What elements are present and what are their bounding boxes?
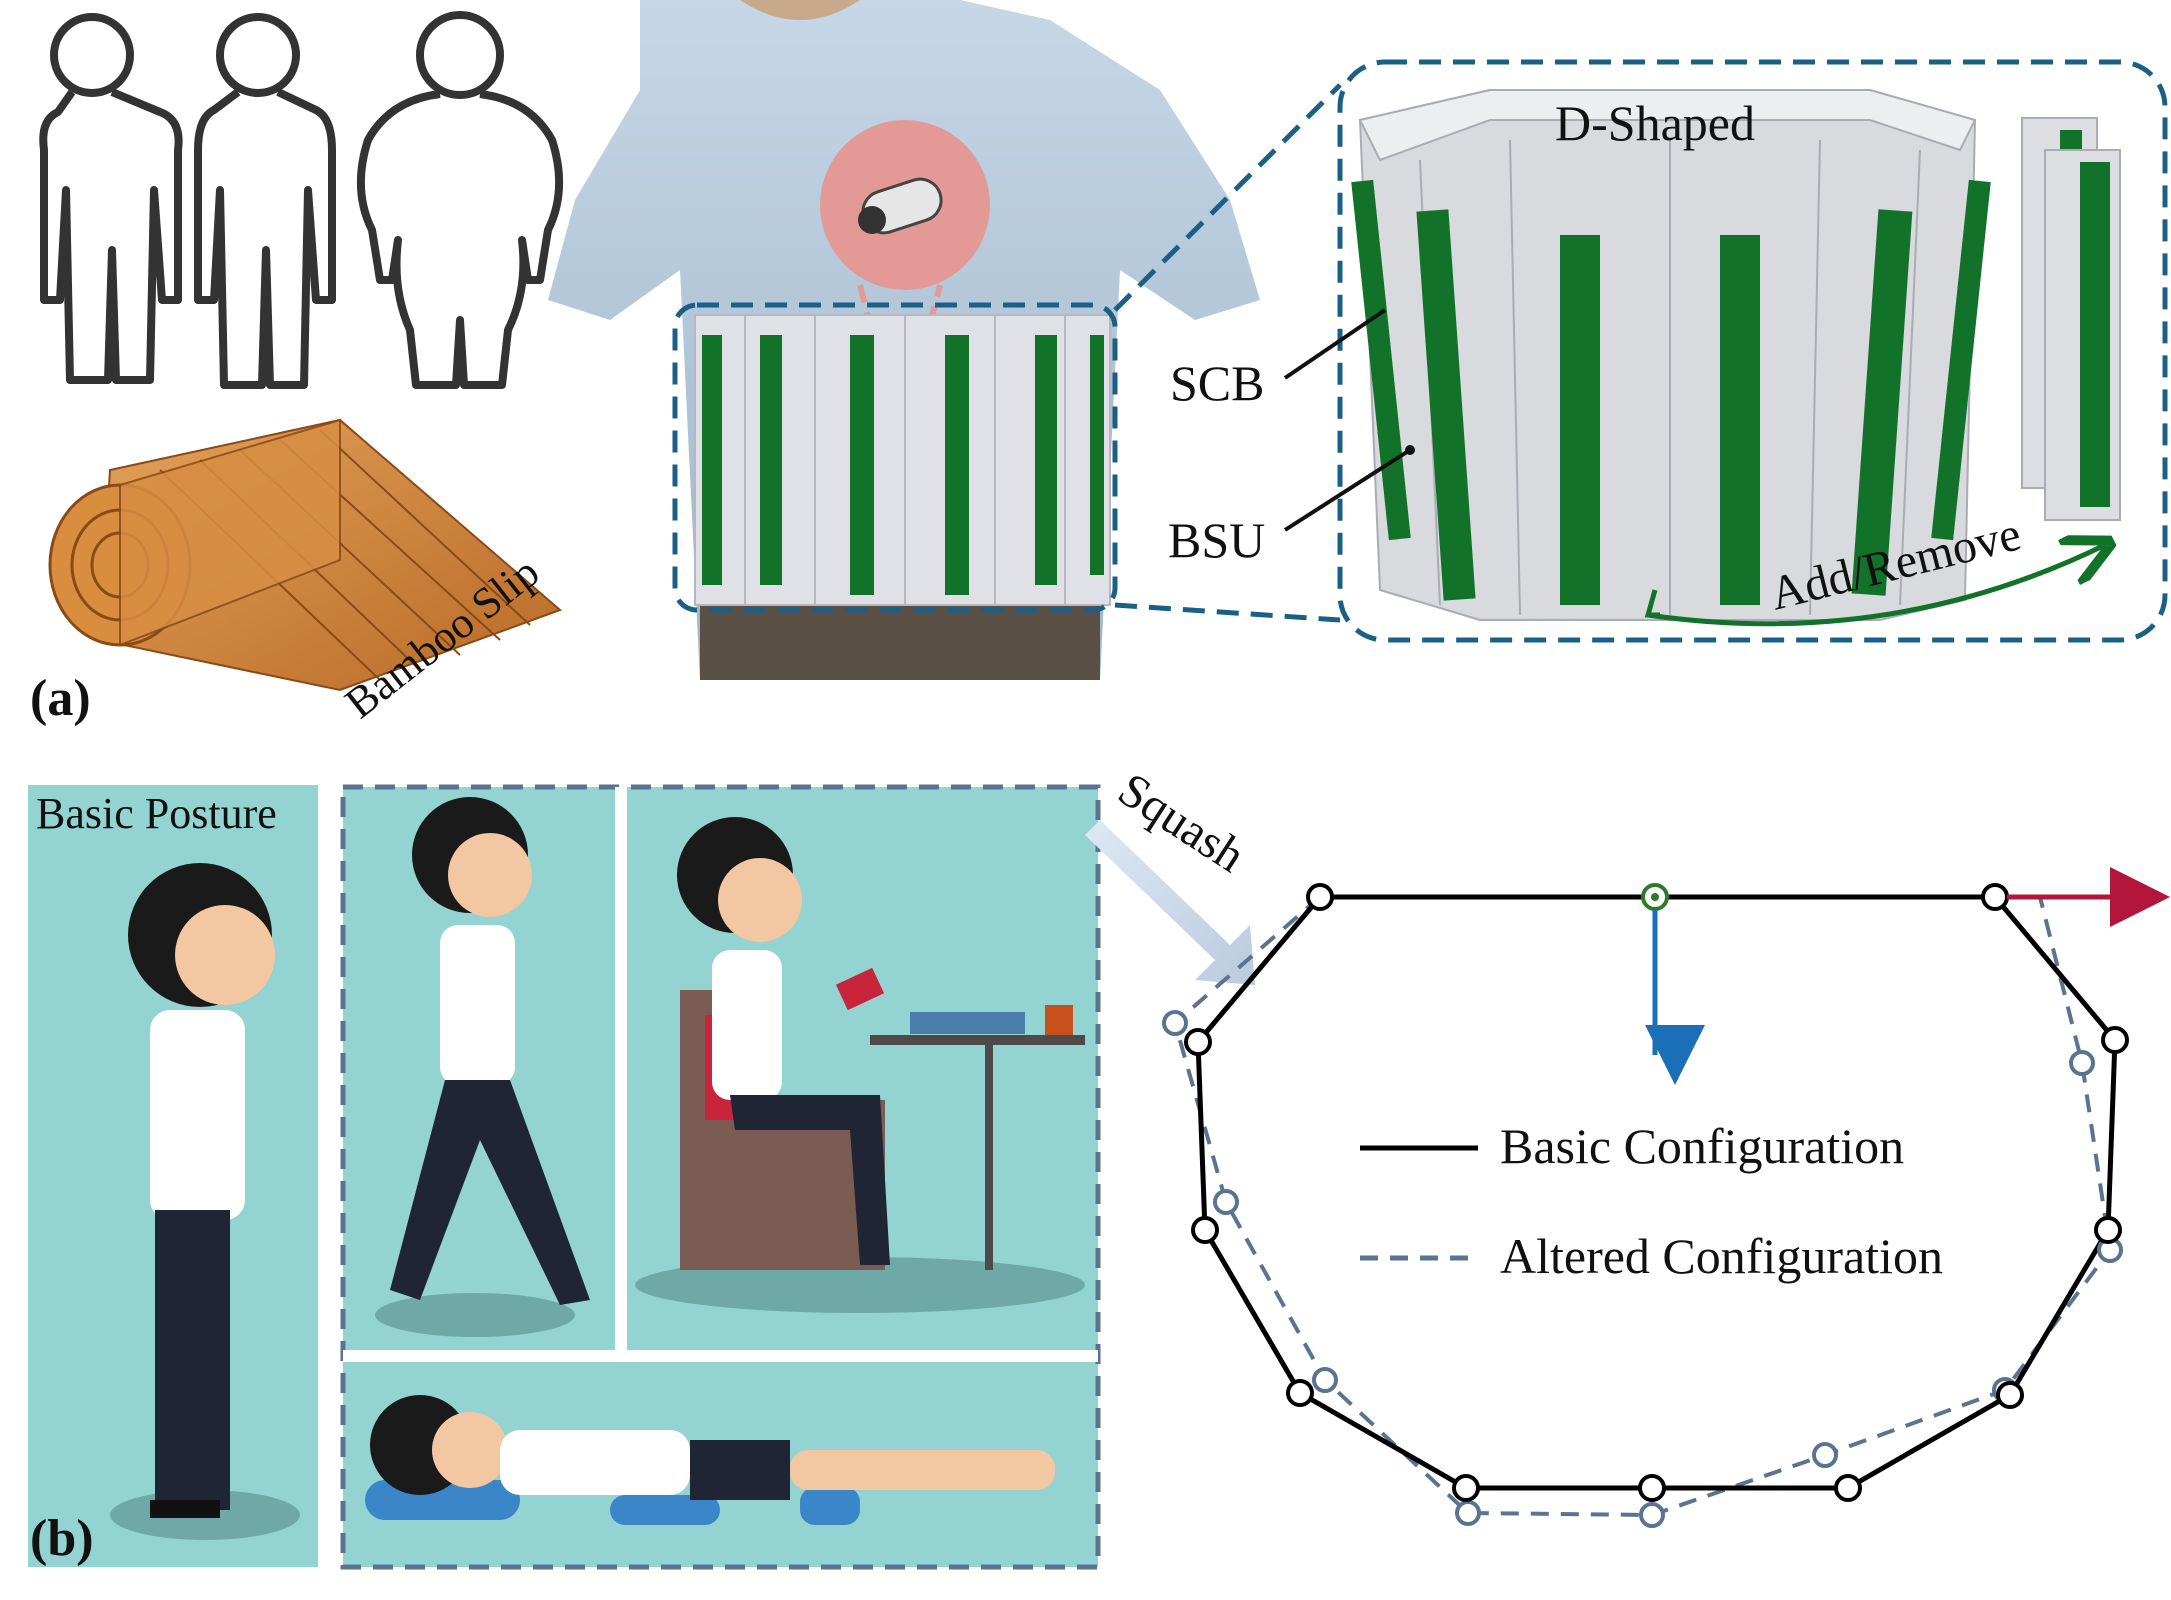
belt-on-torso [694, 314, 1111, 606]
person-lying-icon [365, 1395, 1055, 1525]
squash-arrow [1085, 820, 1255, 985]
panel-a-label: (a) [30, 670, 91, 727]
scb-label: SCB [1170, 355, 1265, 411]
person-sitting-icon [635, 817, 1085, 1313]
add-remove-arrow [1644, 545, 2105, 627]
legend-altered-label: Altered Configuration [1500, 1228, 1943, 1284]
legend: Basic Configuration Altered Configuratio… [1360, 1118, 1943, 1284]
basic-posture-label: Basic Posture [36, 789, 277, 838]
panel-b-label: (b) [30, 1510, 94, 1567]
person-standing-icon [128, 863, 275, 1518]
scb-callout: SCB [1170, 308, 1387, 411]
legend-basic-label: Basic Configuration [1500, 1118, 1904, 1174]
configuration-diagram [1162, 867, 2170, 1528]
d-shaped-label: D-Shaped [1555, 95, 1755, 151]
basic-posture-panel [28, 785, 318, 1567]
bamboo-scroll-icon [48, 418, 562, 692]
spare-strips [2021, 117, 2121, 521]
bsu-callout: BSU [1168, 445, 1415, 568]
person-walking-icon [375, 797, 590, 1337]
belt-highlight-box [672, 302, 1118, 613]
altered-configuration-outline [1172, 895, 2113, 1518]
bsu-label: BSU [1168, 512, 1265, 568]
body-silhouette-icon [39, 11, 564, 389]
